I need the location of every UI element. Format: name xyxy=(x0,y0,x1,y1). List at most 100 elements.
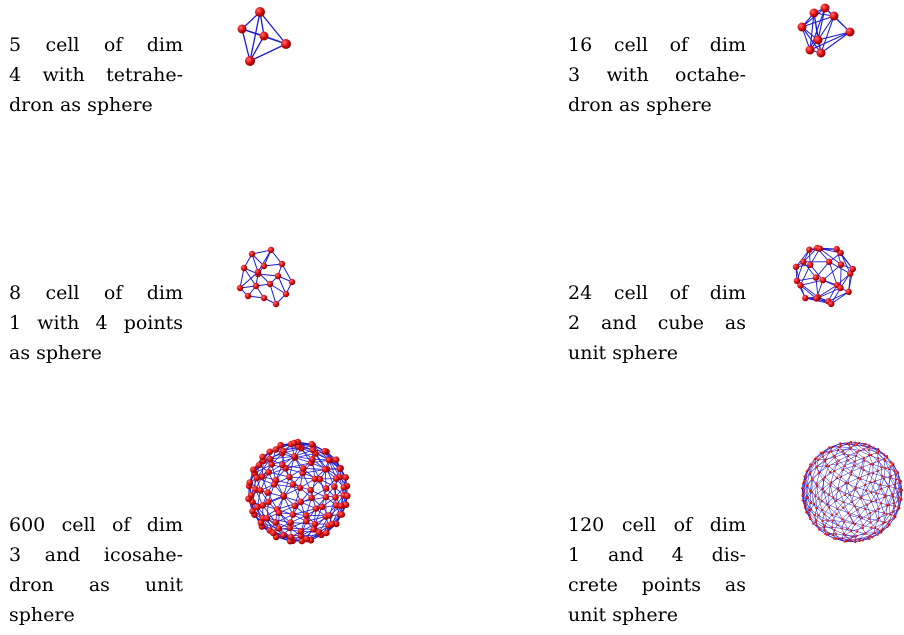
edge xyxy=(837,524,848,529)
edge xyxy=(840,443,850,446)
edge xyxy=(847,512,860,517)
vertex xyxy=(823,475,826,479)
edge xyxy=(875,496,885,501)
edge xyxy=(862,445,870,451)
edge xyxy=(821,509,828,521)
vertex xyxy=(876,533,879,536)
edge xyxy=(807,497,815,505)
edge xyxy=(290,522,316,525)
vertex xyxy=(290,439,298,447)
edge xyxy=(821,488,830,495)
edge xyxy=(855,486,861,499)
vertex xyxy=(797,22,807,32)
edge xyxy=(874,470,878,482)
vertex xyxy=(852,444,856,447)
edge xyxy=(890,462,895,471)
vertex xyxy=(290,453,298,460)
edge xyxy=(840,471,852,477)
edge xyxy=(842,501,852,508)
edge xyxy=(840,441,852,444)
vertex xyxy=(877,516,881,520)
vertex xyxy=(252,485,259,493)
vertex xyxy=(869,491,873,494)
edge xyxy=(824,476,832,483)
vertex xyxy=(801,499,804,502)
vertex xyxy=(858,539,861,543)
edge xyxy=(858,515,870,519)
edge xyxy=(839,446,851,448)
edge xyxy=(875,503,882,512)
edge xyxy=(845,482,850,496)
vertex xyxy=(885,513,888,516)
edge xyxy=(854,457,864,462)
edge xyxy=(843,453,857,456)
vertex xyxy=(823,512,826,516)
vertex xyxy=(287,519,294,526)
vertex xyxy=(840,527,843,530)
edge xyxy=(845,474,852,484)
vertex xyxy=(280,447,287,455)
vertex xyxy=(894,473,897,476)
vertex xyxy=(808,512,811,516)
edge xyxy=(861,463,872,468)
caption-line: crete points as xyxy=(568,574,746,596)
edge xyxy=(818,491,825,499)
edge xyxy=(874,523,884,528)
vertex xyxy=(868,537,871,541)
vertex xyxy=(876,448,880,451)
vertex xyxy=(331,483,338,490)
edge xyxy=(816,479,824,487)
vertex xyxy=(237,24,247,34)
vertex xyxy=(876,451,880,454)
vertex xyxy=(897,496,900,499)
edge xyxy=(850,447,857,453)
vertex xyxy=(272,300,280,308)
vertex xyxy=(816,48,826,58)
vertex xyxy=(859,497,862,500)
vertex xyxy=(854,454,858,457)
vertex xyxy=(822,478,825,481)
edge xyxy=(879,484,889,487)
edge xyxy=(870,473,874,483)
edge xyxy=(893,506,899,516)
vertex xyxy=(897,505,900,509)
edge xyxy=(810,502,818,509)
caption-line: 8 cell of dim xyxy=(9,282,183,304)
edge xyxy=(864,484,872,493)
vertices xyxy=(797,3,855,58)
edge xyxy=(898,490,902,502)
vertex xyxy=(332,475,340,482)
vertex xyxy=(829,484,832,487)
edge xyxy=(852,515,860,523)
edge xyxy=(835,494,846,501)
vertex xyxy=(831,519,834,522)
edge xyxy=(869,530,882,536)
vertex xyxy=(854,540,857,544)
vertex xyxy=(259,31,269,41)
edge xyxy=(866,500,877,505)
vertex xyxy=(846,454,850,458)
vertex xyxy=(805,45,815,55)
edge xyxy=(850,530,857,537)
vertex xyxy=(263,515,271,522)
edge xyxy=(843,453,849,461)
edge xyxy=(850,527,863,532)
edge xyxy=(817,7,826,41)
edge xyxy=(807,479,813,486)
edge xyxy=(802,247,818,263)
vertex xyxy=(296,484,304,492)
edge xyxy=(897,482,900,493)
edge xyxy=(854,523,863,529)
edge xyxy=(874,477,885,482)
vertex xyxy=(854,485,857,489)
vertex xyxy=(898,487,902,491)
vertex xyxy=(894,477,898,481)
edge xyxy=(829,463,838,473)
edge xyxy=(868,518,878,521)
edge xyxy=(872,473,883,477)
edge xyxy=(853,444,860,451)
edge xyxy=(849,448,860,451)
edge xyxy=(816,485,825,493)
vertex xyxy=(849,529,853,533)
vertices xyxy=(792,244,856,308)
